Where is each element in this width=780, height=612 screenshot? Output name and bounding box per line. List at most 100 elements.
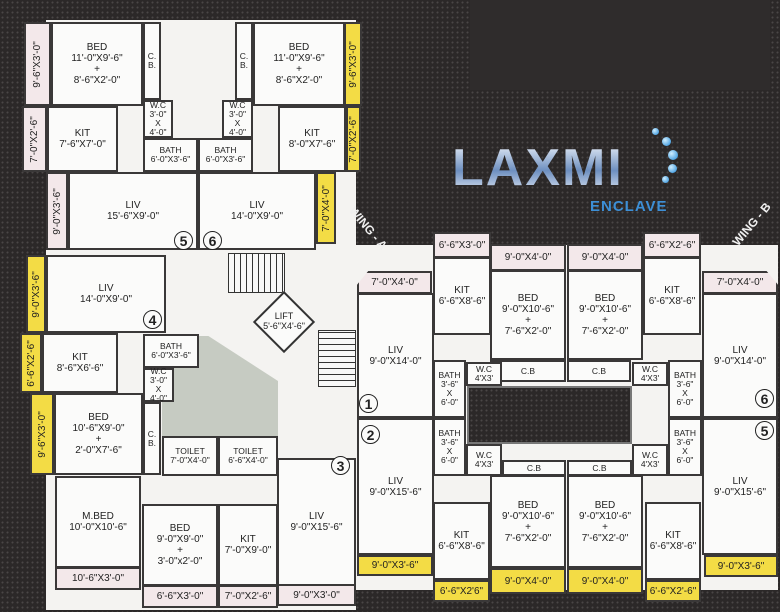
room-label-line: + — [525, 521, 531, 533]
central-courtyard — [467, 386, 632, 444]
room-x: 6'-6"X3'-0" — [433, 232, 491, 258]
room-label-line: 7'-0"X2'-6" — [29, 115, 40, 163]
room-label-line: 7'-0"X2'-6" — [224, 591, 272, 602]
room-label-line: W.C — [149, 100, 167, 110]
room-label: C.B. — [147, 429, 157, 448]
room-label-line: X — [155, 118, 161, 128]
room-label-line: C. — [147, 51, 157, 61]
room-label: C.B — [592, 463, 606, 473]
room-x: 7'-0"X4'-0" — [702, 271, 778, 294]
room-label-line: BATH — [673, 428, 697, 438]
room-label: 6'-6"X3'-0" — [157, 591, 204, 602]
room-x: 9'-0"X4'-0" — [567, 568, 643, 594]
room-x: 6'-6"X2'-6" — [20, 333, 42, 393]
room-label-line: 9'-0"X3'-6" — [717, 560, 765, 572]
room-label-line: 11'-0"X9'-6" — [71, 53, 123, 64]
room-label-line: BED — [594, 293, 616, 304]
room-label-line: 7'-0"X4'-0" — [320, 184, 332, 232]
room-label-line: KIT — [74, 128, 91, 139]
room-label-line: LIV — [387, 344, 403, 356]
room-label-line: BED — [517, 499, 539, 511]
staircase-upper — [228, 253, 285, 293]
room-label-line: M.BED — [82, 511, 114, 522]
room-label-line: C.B — [526, 462, 542, 473]
room-label-line: 6'-0" — [676, 455, 694, 465]
room-label: 9'-0"X4'-0" — [505, 576, 552, 587]
logo-dot — [652, 128, 659, 135]
lift-size: 5'-6"X4'-6" — [263, 321, 305, 331]
room-label-line: 4'X3' — [640, 459, 660, 469]
room-label-line: 6'-6"X2'6" — [439, 585, 484, 597]
room-label-line: X — [446, 446, 453, 456]
room-label-line: LIV — [98, 283, 114, 294]
room-x: 6'-6"X3'-0" — [142, 585, 218, 608]
room-label-line: 4'-0" — [229, 127, 246, 137]
room-label-line: 6'-0" — [676, 397, 694, 407]
logo-dot — [668, 150, 678, 160]
room-label: 6'-6"X3'-0" — [439, 240, 486, 251]
flat-number-a6: 6 — [203, 231, 222, 250]
room-label-line: 3'-6" — [441, 437, 458, 447]
room-label-line: B. — [147, 437, 157, 448]
room-label-line: KIT — [454, 285, 470, 296]
room-x: 9'-0"X3'-0" — [277, 584, 356, 606]
room-label-line: 9'-0"X4'-0" — [581, 252, 629, 263]
room-label-line: 7'-0"X9'-0" — [224, 545, 272, 556]
room-label-line: BED — [594, 499, 616, 511]
room-label: 7'-0"X4'-0" — [321, 185, 332, 232]
room-label: 9'-6"X3'-0" — [37, 411, 48, 458]
room-label-line: 6'-0"X3'-6" — [205, 154, 246, 164]
room-label-line: W.C — [475, 450, 493, 460]
room-label-line: X — [682, 446, 688, 456]
room-label-line: 4'X3' — [474, 373, 494, 383]
room-label-line: 9'-6"X3'-0" — [32, 40, 43, 88]
room-label-line: 9'-0"X3'-6" — [51, 187, 63, 235]
room-label-line: 14'-0"X9'-0" — [79, 294, 133, 305]
room-label-line: X — [446, 388, 453, 398]
room-label: 7'-0"X2'-6" — [29, 116, 40, 163]
room-label-line: BED — [288, 42, 310, 53]
room-label-line: X — [234, 118, 241, 128]
room-label-line: 9'-6"X3'-0" — [347, 40, 359, 88]
room-c: C.B. — [235, 22, 253, 100]
room-label-line: KIT — [240, 534, 256, 545]
room-label-line: 14'-0"X9'-0" — [230, 211, 284, 222]
room-label-line: 9'-6"X3'-0" — [36, 410, 48, 458]
room-label: C.B. — [240, 52, 249, 70]
flat-number-a5: 5 — [174, 231, 193, 250]
room-label-line: 4'X3' — [640, 373, 660, 383]
room-label-line: 6'-0" — [441, 397, 458, 407]
room-label-line: TOILET — [233, 446, 263, 456]
room-x: 9'-0"X4'-0" — [567, 244, 643, 271]
room-x: 7'-0"X2'-6" — [346, 106, 361, 172]
room-label: 6'-6"X2'-6" — [26, 340, 37, 387]
room-label-line: KIT — [72, 352, 88, 363]
room-label-line: KIT — [453, 530, 470, 541]
flat-number-a4: 4 — [143, 310, 162, 329]
room-label: 9'-0"X3'-6" — [52, 188, 63, 235]
room-label-line: + — [296, 64, 302, 75]
room-label-line: X — [155, 384, 162, 394]
